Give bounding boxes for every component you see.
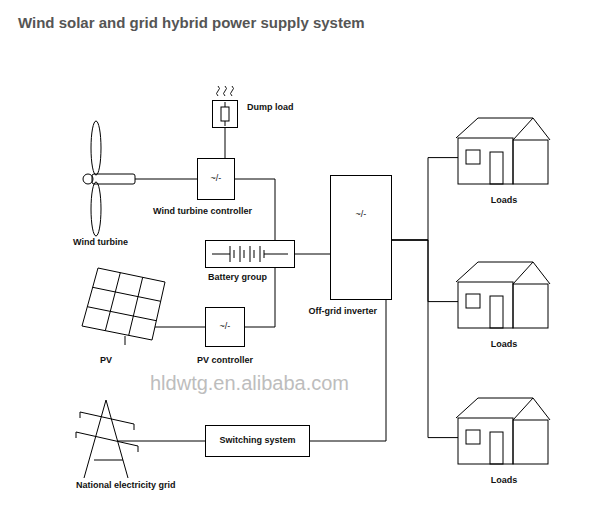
wire-connector (150, 179, 197, 180)
wire-connector (168, 327, 205, 328)
wind-turbine-figure-stroke (135, 179, 150, 180)
pylon-figure-stroke (84, 400, 106, 478)
box-text: Switching system (219, 436, 295, 446)
pylon-figure-stroke (138, 446, 139, 452)
load-house: Loads (458, 398, 550, 464)
diagram-title: Wind solar and grid hybrid power supply … (18, 14, 365, 31)
watermark: hldwtg.en.alibaba.com (150, 372, 349, 395)
box-text: ~/- (211, 174, 222, 184)
battery-symbol-stroke (212, 254, 230, 255)
pylon-figure-stroke (118, 441, 144, 442)
pv-panel-figure (82, 268, 168, 345)
wire-connector (310, 300, 386, 441)
house-figure (456, 118, 550, 184)
battery-symbol-stroke (264, 254, 288, 255)
controller-box: ~/-Wind turbine controller (197, 158, 235, 200)
heat-symbol-stroke (224, 86, 227, 96)
part-label: PV (100, 356, 112, 366)
wind-turbine-figure-stroke (91, 121, 101, 175)
dump-load-box: Dump load (212, 100, 238, 128)
part-label: PV controller (197, 356, 253, 366)
wire-connector (225, 128, 226, 158)
load-house: Loads (458, 118, 550, 184)
battery-symbol-stroke (244, 250, 245, 258)
pylon-figure-stroke (106, 400, 128, 478)
part-label: Wind turbine (73, 238, 128, 248)
wind-turbine-figure-stroke (91, 182, 101, 236)
pylon-figure-stroke (80, 412, 81, 418)
wire-connector (295, 254, 330, 255)
pylon-figure-stroke (76, 432, 77, 438)
part-label: Battery group (208, 273, 267, 283)
grid-pylon: National electricity grid (74, 395, 144, 477)
battery-symbol-stroke (260, 246, 261, 262)
part-label: Wind turbine controller (153, 207, 252, 217)
battery-symbol-stroke (230, 246, 231, 262)
pv-panel-figure-stroke (87, 307, 156, 321)
resistor-symbol (221, 102, 229, 126)
house-figure (456, 398, 550, 464)
house-figure (456, 262, 550, 328)
pv-panel-figure-stroke (155, 327, 168, 328)
battery-symbol-stroke (240, 246, 241, 262)
part-label: National electricity grid (76, 481, 176, 491)
pv-panel-figure-stroke (125, 336, 126, 345)
part-label: Loads (491, 476, 518, 486)
wire-connector (392, 240, 458, 438)
wind-turbine-figure (83, 121, 150, 236)
part-label: Loads (491, 340, 518, 350)
controller-box: ~/-PV controller (205, 307, 245, 347)
wire-connector (392, 158, 458, 240)
battery-symbol-stroke (234, 250, 235, 258)
battery-symbol (212, 246, 288, 262)
heat-symbol (217, 86, 234, 96)
box-text: ~/- (220, 322, 231, 332)
load-house: Loads (458, 262, 550, 328)
pv-panel-figure-stroke (82, 268, 165, 340)
heat-symbol-stroke (231, 86, 234, 96)
part-label: Loads (491, 196, 518, 206)
battery-symbol-stroke (250, 246, 251, 262)
pylon-figure-stroke (76, 432, 138, 446)
pv-panel-figure-stroke (129, 277, 143, 335)
battery-symbol-stroke (264, 250, 265, 258)
battery-box: Battery group (205, 240, 295, 268)
wind-turbine-figure-stroke (92, 174, 135, 184)
box-text: ~/- (356, 210, 367, 220)
part-label: Off-grid inverter (308, 307, 377, 317)
pv-panel-figure-stroke (105, 273, 120, 331)
heat-symbol-stroke (217, 86, 220, 96)
wind-turbine: Wind turbine (75, 116, 150, 236)
inverter-box: ~/-Off-grid inverter (330, 175, 392, 300)
battery-symbol-stroke (254, 250, 255, 258)
resistor-symbol-stroke (225, 121, 226, 126)
pv-panel: PV (80, 266, 168, 348)
resistor-symbol-stroke (225, 102, 226, 107)
pylon-figure-stroke (134, 424, 135, 430)
wire-connector (392, 240, 458, 302)
pv-panel-figure-stroke (93, 287, 161, 301)
pylon-figure-stroke (94, 460, 123, 461)
pylon-figure-stroke (80, 412, 134, 424)
pylon-figure (76, 400, 144, 478)
switching-box: Switching system (205, 425, 310, 457)
part-label: Dump load (247, 103, 294, 113)
resistor-symbol-stroke (221, 107, 229, 121)
wire-connector (144, 441, 205, 442)
